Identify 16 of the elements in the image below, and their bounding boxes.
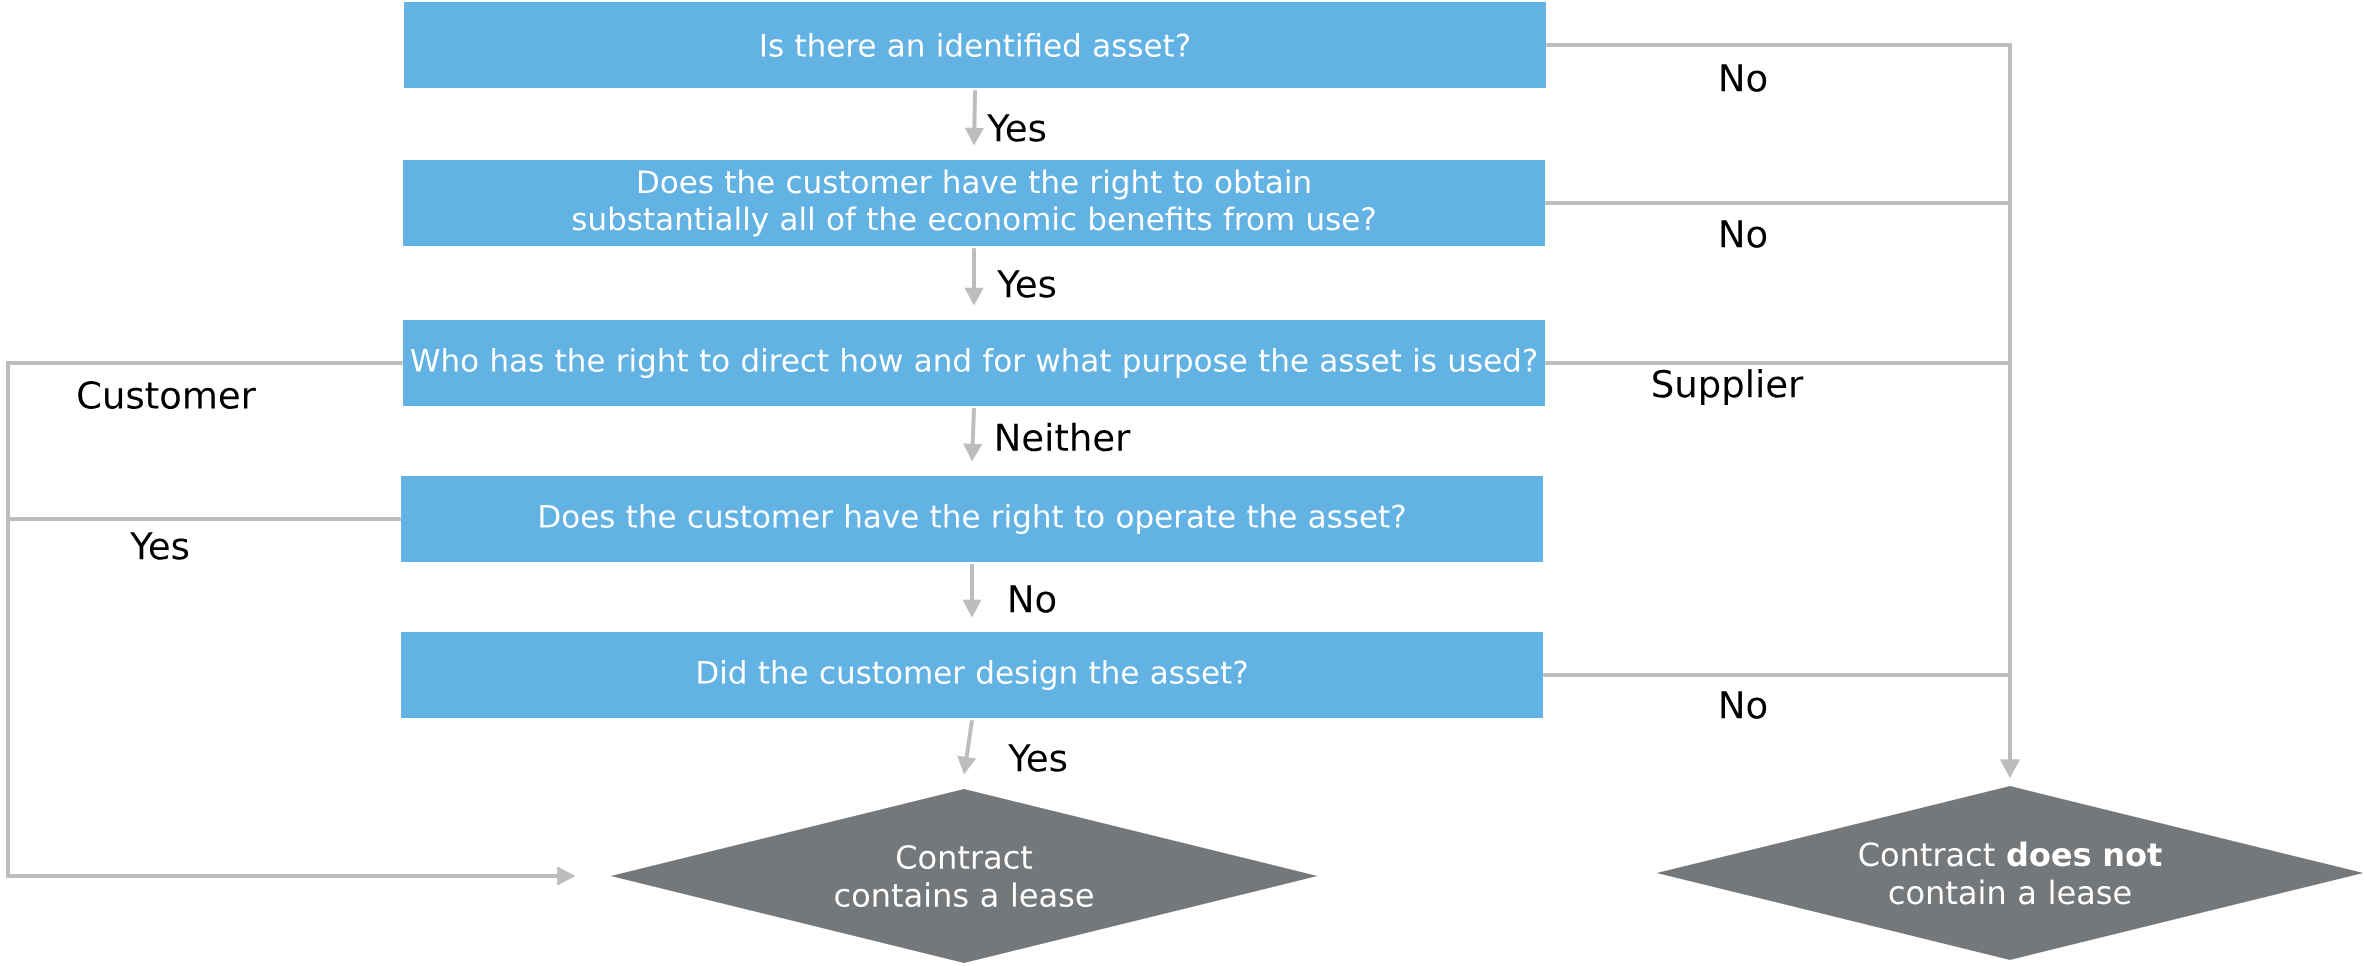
edge-label: No <box>1721 64 1767 92</box>
question-box: Does the customer have the right to operate the asset? <box>401 476 1543 562</box>
edge-label: No <box>1721 220 1767 248</box>
edge-label: No <box>1010 585 1056 613</box>
question-box: Is there an identified asset? <box>404 2 1546 88</box>
edge-label: Supplier <box>1653 369 1804 405</box>
edge-label: Customer <box>78 381 256 409</box>
edge-label: Neither <box>997 422 1131 452</box>
edge-label: Yes <box>997 270 1056 298</box>
question-box: Does the customer have the right to obtain substantially all of the economic benefits from use? <box>403 160 1545 246</box>
edge-label: No <box>1721 691 1767 719</box>
question-box: Did the customer design the asset? <box>401 632 1543 718</box>
edge-label: Yes <box>130 532 189 560</box>
edge-label: Yes <box>1008 744 1067 772</box>
edge-label: Yes <box>987 114 1046 142</box>
question-box: Who has the right to direct how and for what purpose the asset is used? <box>403 320 1545 406</box>
